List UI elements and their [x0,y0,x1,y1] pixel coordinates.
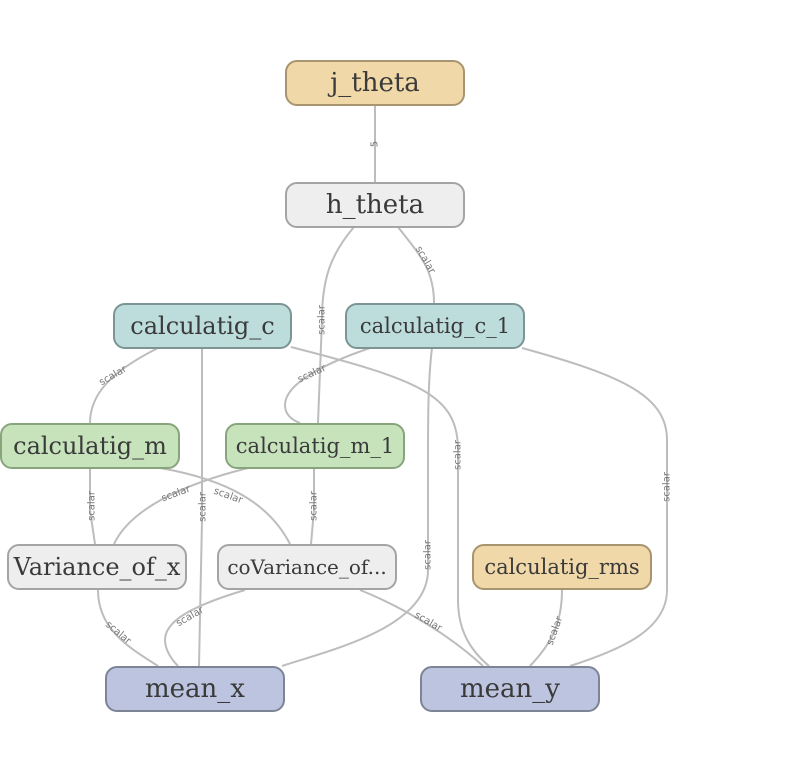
edge-label: scalar [412,610,444,635]
node-calculatig-c-1[interactable]: calculatig_c_1 [345,303,525,349]
node-calculatig-rms[interactable]: calculatig_rms [472,544,652,590]
edge-calculatig-m-to-covariance-of: scalar [159,467,291,545]
edge-h-theta-to-calculatig-c-1: scalar [397,226,438,304]
edge-line [397,226,435,304]
edge-line [159,467,291,545]
edge-line [521,347,668,667]
node-label-calculatig-c-1: calculatig_c_1 [359,314,511,338]
edge-label: scalar [87,490,98,521]
node-mean-x[interactable]: mean_x [105,666,285,712]
edge-line [89,347,159,424]
node-label-covariance-of: coVariance_of... [227,555,387,579]
node-mean-y[interactable]: mean_y [420,666,600,712]
node-calculatig-c[interactable]: calculatig_c [113,303,292,349]
edge-calculatig-c-1-to-calculatig-m-1: scalar [283,347,371,424]
edge-label: scalar [662,471,673,502]
edge-calculatig-c-to-calculatig-m: scalar [89,347,159,424]
node-calculatig-m-1[interactable]: calculatig_m_1 [225,423,405,469]
node-label-variance-of-x: Variance_of_x [13,553,181,581]
node-label-calculatig-m-1: calculatig_m_1 [235,434,395,458]
edge-label: scalar [103,619,134,647]
node-label-calculatig-rms: calculatig_rms [484,555,640,579]
edge-calculatig-m-1-to-covariance-of: scalar [309,468,320,545]
edge-label: scalar [198,491,209,522]
edge-label: scalar [413,244,438,276]
edge-label: scalar [160,483,193,504]
edge-line [529,589,563,667]
edge-line [97,589,159,667]
edge-line [359,589,484,667]
edge-line [163,589,246,667]
edge-h-theta-to-calculatig-m-1: scalar [317,226,355,424]
edge-calculatig-m-to-variance-of-x: scalar [87,468,98,545]
edge-line [89,468,96,545]
edge-calculatig-rms-to-mean-y: scalar [529,589,566,667]
edge-line [281,347,433,667]
node-covariance-of[interactable]: coVariance_of... [217,544,397,590]
edge-calculatig-c-1-to-mean-y: scalar [521,347,673,667]
node-label-calculatig-c: calculatig_c [130,312,275,340]
node-h-theta[interactable]: h_theta [285,182,465,228]
node-calculatig-m[interactable]: calculatig_m [0,423,180,469]
node-label-j-theta: j_theta [330,68,420,98]
edge-label: scalar [423,539,434,570]
node-j-theta[interactable]: j_theta [285,60,465,106]
node-label-mean-x: mean_x [145,674,245,704]
edge-calculatig-c-to-mean-y: scalar [290,346,490,667]
edge-calculatig-m-1-to-variance-of-x: scalar [113,467,249,545]
edge-line [113,467,249,545]
edge-line [317,226,355,424]
edge-label: scalar [97,363,129,388]
edge-calculatig-c-to-mean-x: scalar [198,348,209,667]
edge-label: scalar [453,439,464,470]
node-label-calculatig-m: calculatig_m [13,432,167,460]
edge-j-theta-to-h-theta: 5 [370,106,381,182]
edge-covariance-of-to-mean-y: scalar [359,589,484,667]
edge-label: scalar [309,490,320,521]
edge-label: scalar [545,614,566,647]
edge-line [283,347,371,424]
edge-covariance-of-to-mean-x: scalar [163,589,246,667]
node-label-h-theta: h_theta [325,190,425,220]
edge-line [310,468,315,545]
node-variance-of-x[interactable]: Variance_of_x [7,544,187,590]
edge-calculatig-c-1-to-mean-x: scalar [281,347,434,667]
edge-line [198,348,203,667]
edge-label: 5 [370,141,381,147]
edge-line [290,346,490,667]
edge-variance-of-x-to-mean-x: scalar [97,589,159,667]
edge-label: scalar [296,362,329,385]
node-label-mean-y: mean_y [460,674,560,704]
edge-label: scalar [174,604,206,629]
edge-label: scalar [317,304,328,335]
